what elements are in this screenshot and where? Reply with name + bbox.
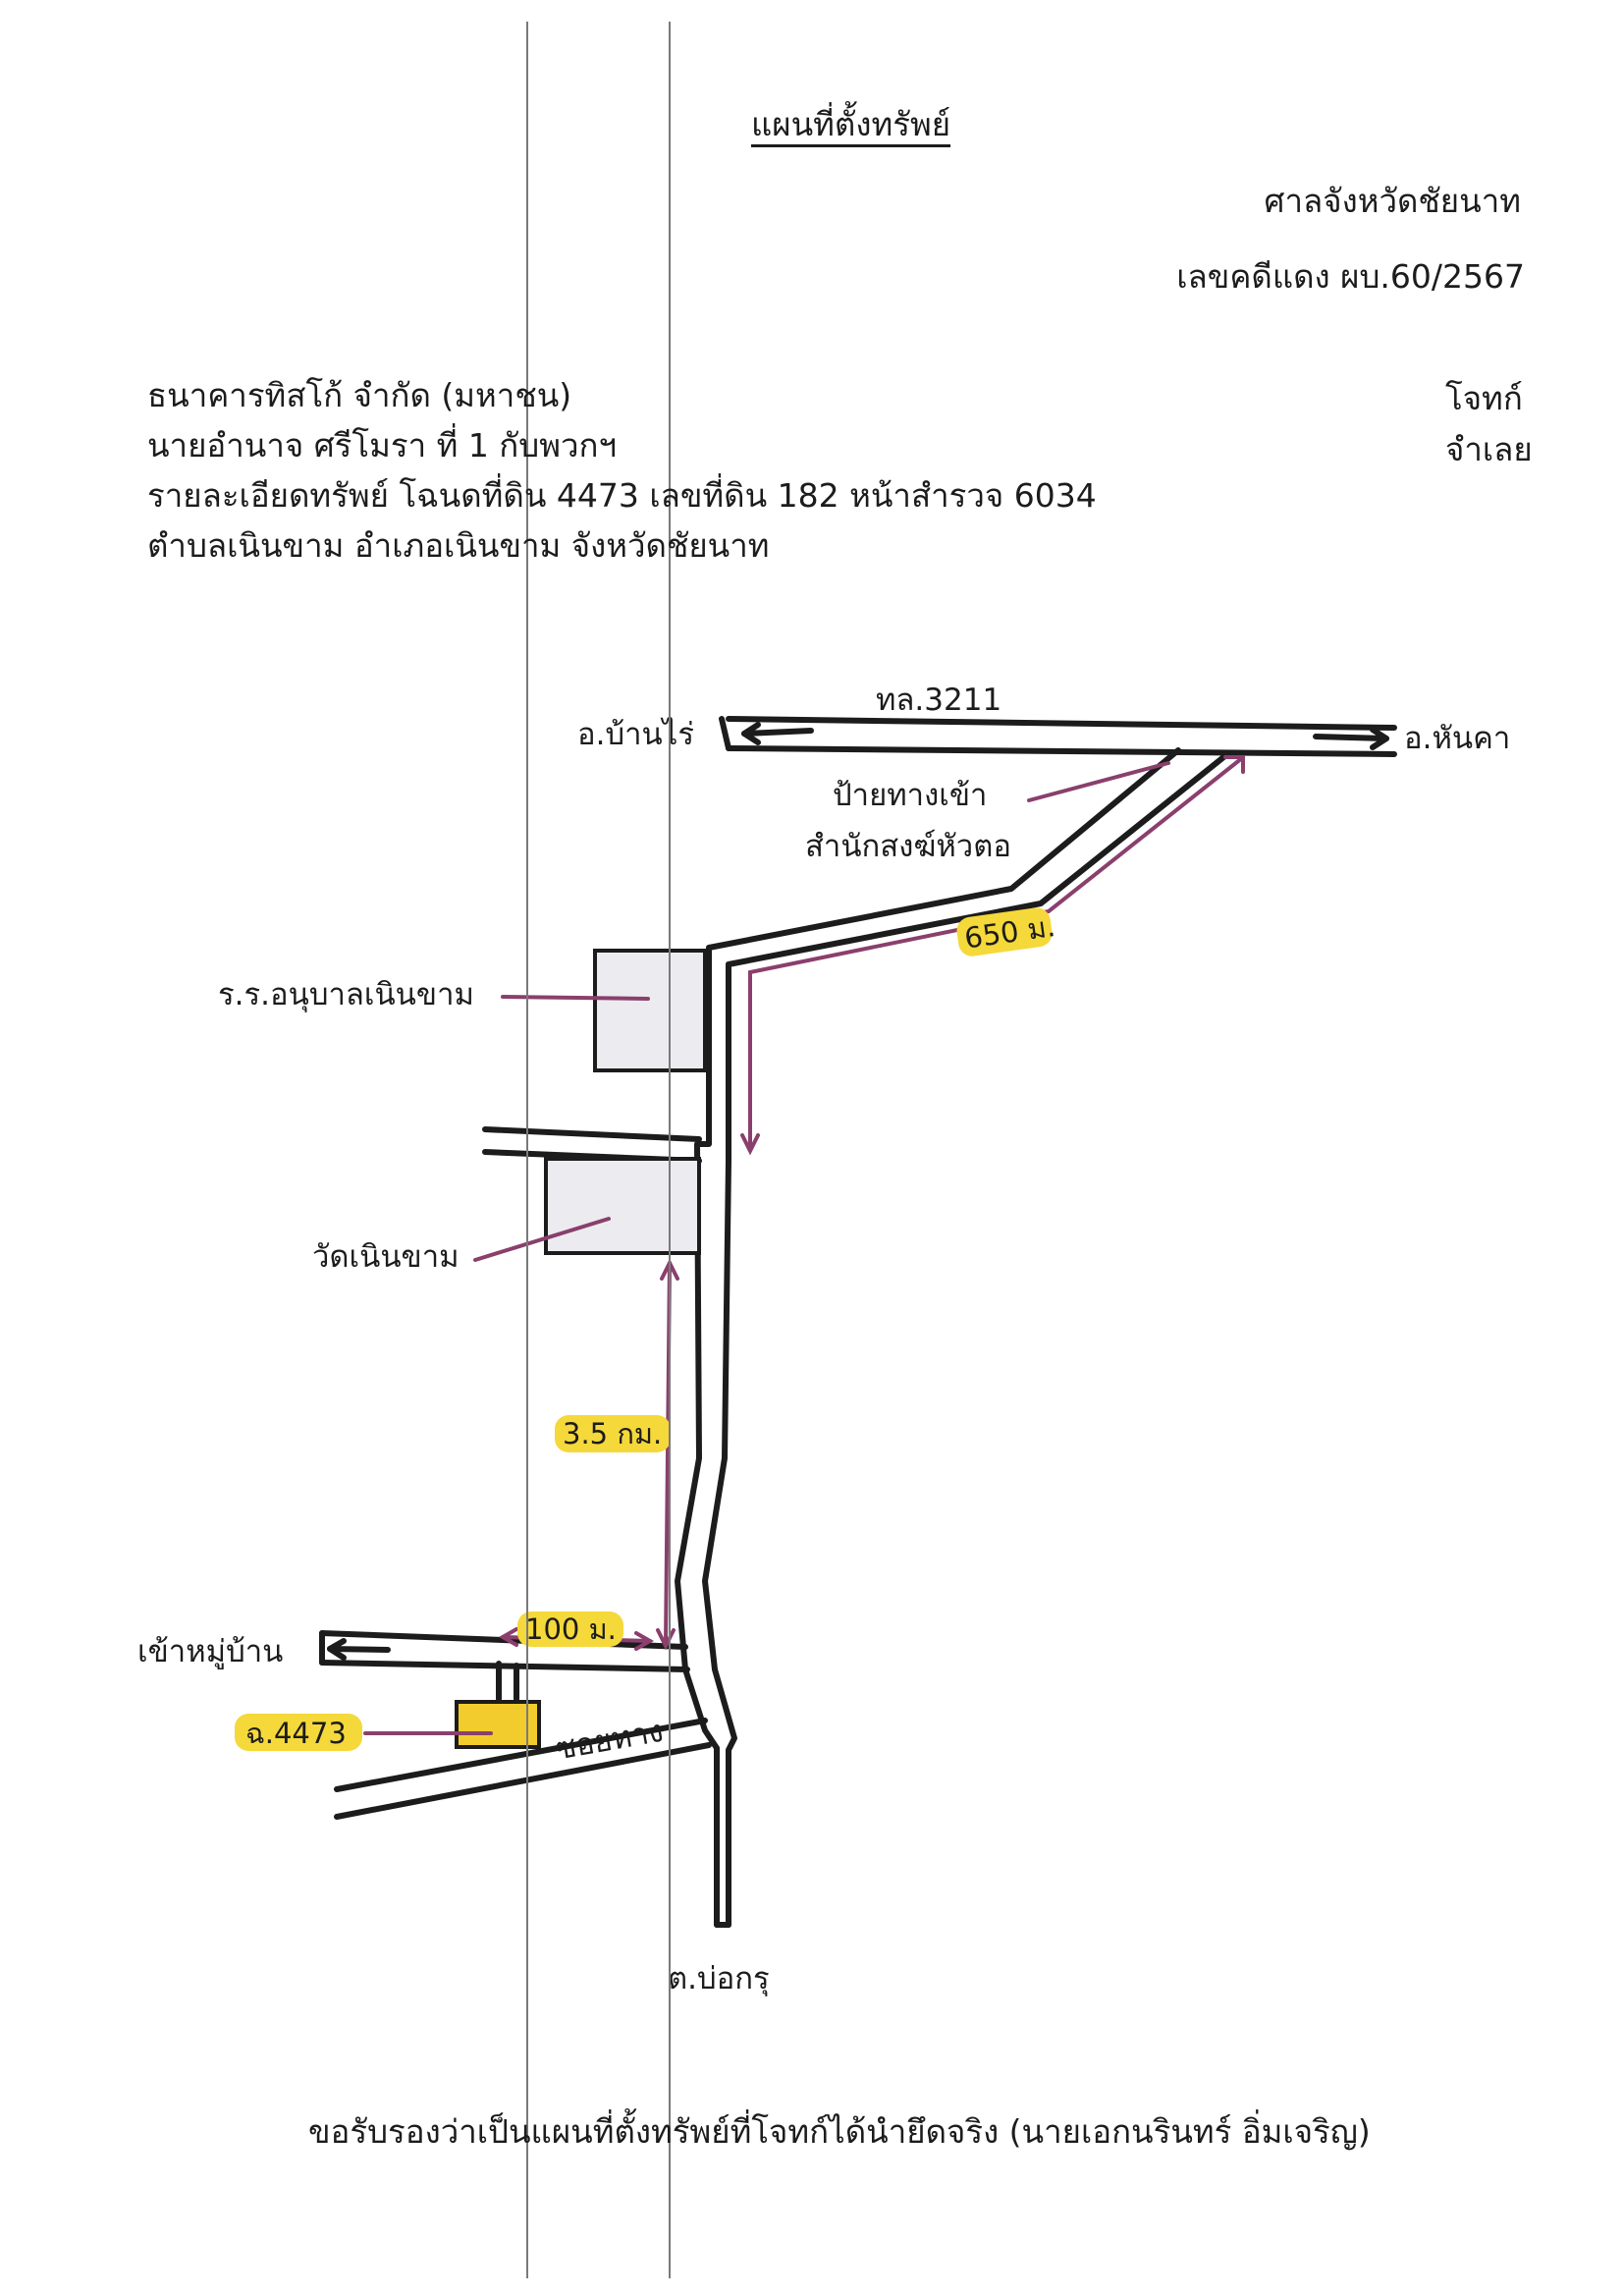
west-destination-label: อ.บ้านไร่ [577, 717, 694, 752]
parcel-label: ฉ.4473 [245, 1717, 347, 1750]
entrance-sign-pointer [1027, 761, 1170, 802]
distance-label-3-5km: 3.5 กม. [563, 1417, 662, 1450]
defendant-role: จำเลย [1445, 430, 1533, 468]
plaintiff-role: โจทก์ [1445, 379, 1523, 417]
highlight-parcel [235, 1714, 362, 1751]
party-roles: โจทก์ จำเลย [1445, 373, 1533, 475]
school-label: ร.ร.อนุบาลเนินขาม [218, 977, 474, 1013]
temple-pointer [473, 1217, 611, 1262]
plaintiff-name: ธนาคารทิสโก้ จำกัด (มหาชน) [147, 376, 572, 414]
diagonal-side-road [334, 1718, 712, 1820]
east-destination-label: อ.หันคา [1404, 721, 1510, 756]
highlight-650 [956, 907, 1053, 957]
village-entrance-label: เข้าหมู่บ้าน [137, 1634, 283, 1669]
village-road [319, 1630, 690, 1672]
highlight-3-5km [555, 1415, 671, 1452]
temple-side-road [482, 1126, 702, 1164]
entrance-sign-label-line1: ป้ายทางเข้า [833, 778, 987, 813]
school-building [593, 949, 707, 1072]
main-road [675, 747, 1230, 1928]
temple-label: วัดเนินขาม [312, 1239, 460, 1275]
highway-label: ทล.3211 [876, 683, 1001, 718]
court-name: ศาลจังหวัดชัยนาท [1264, 182, 1521, 220]
highlight-100 [517, 1612, 623, 1647]
distance-arrow-3-5km [656, 1258, 679, 1651]
distance-label-100: 100 ม. [525, 1613, 617, 1646]
certification-statement: ขอรับรองว่าเป็นแผนที่ตั้งทรัพย์ที่โจทก์ไ… [308, 2112, 1371, 2151]
case-details: ธนาคารทิสโก้ จำกัด (มหาชน) นายอำนาจ ศรีโ… [147, 370, 1097, 571]
distance-arrow-650 [740, 755, 1245, 1156]
entrance-sign-label-line2: สำนักสงฆ์หัวตอ [805, 829, 1011, 864]
defendant-name: นายอำนาจ ศรีโมรา ที่ 1 กับพวกฯ [147, 426, 618, 465]
land-parcel [455, 1700, 541, 1749]
property-detail: รายละเอียดทรัพย์ โฉนดที่ดิน 4473 เลขที่ด… [147, 476, 1097, 515]
document-title: แผนที่ตั้งทรัพย์ [751, 105, 951, 143]
south-destination-label: ต.บ่อกรุ [668, 1961, 770, 1997]
property-location: ตำบลเนินขาม อำเภอเนินขาม จังหวัดชัยนาท [147, 526, 770, 565]
temple-building [544, 1157, 701, 1255]
parcel-lane [496, 1661, 519, 1702]
highway-3211 [719, 716, 1397, 757]
school-pointer [501, 995, 650, 1001]
case-number: เลขคดีแดง ผบ.60/2567 [1176, 257, 1525, 296]
